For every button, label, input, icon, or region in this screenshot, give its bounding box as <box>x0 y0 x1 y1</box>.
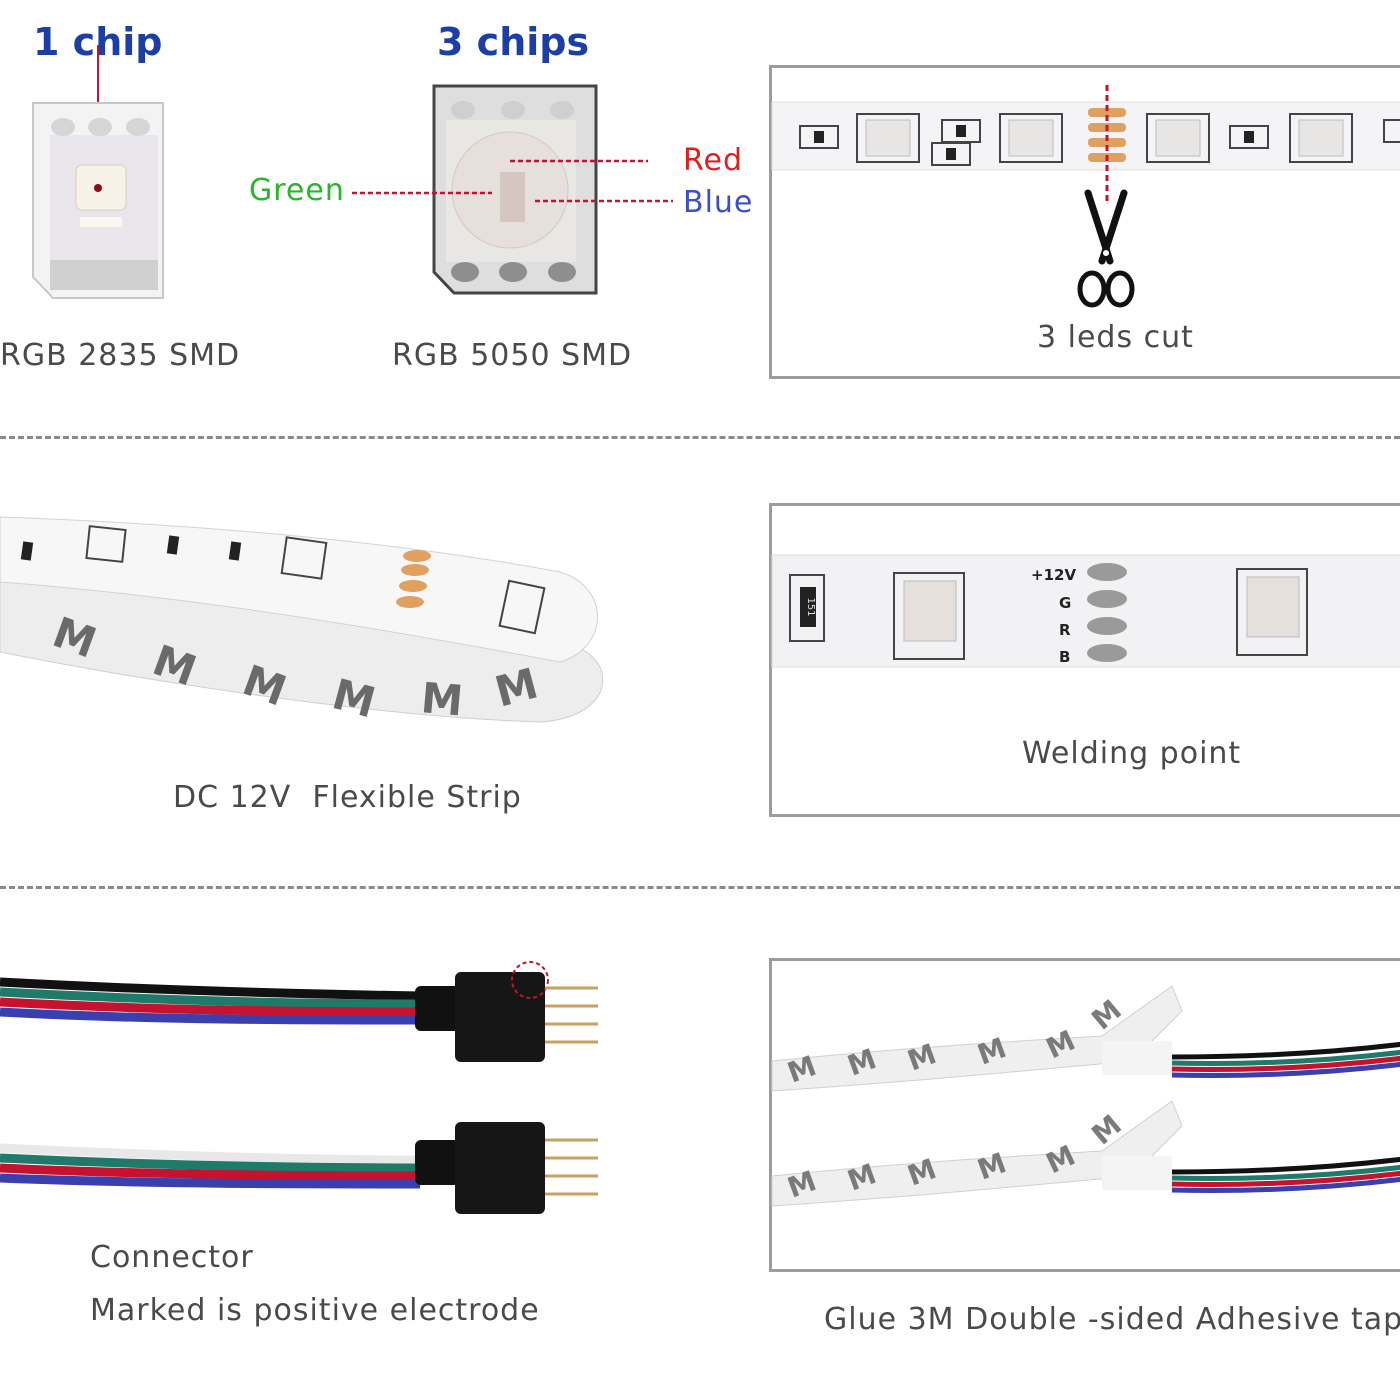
chip3-title: 3 chips <box>437 20 590 64</box>
weld-pad-label-12v: +12V <box>1031 566 1077 584</box>
adhesive-strips-image: M M M M M M M M M M M M <box>771 985 1400 1207</box>
blue-label: Blue <box>683 185 754 220</box>
connector-cables-image <box>0 961 598 1214</box>
chip1-image <box>32 45 164 299</box>
welding-caption: Welding point <box>1022 736 1242 771</box>
chip3-image <box>432 84 598 295</box>
welding-panel: 151 +12V G R B Welding point <box>769 503 1400 817</box>
connector-caption: Connector <box>90 1240 254 1275</box>
resistor-code: 151 <box>805 597 816 616</box>
chip3-pointer-lines <box>352 159 673 203</box>
glue-caption: Glue 3M Double -sided Adhesive tap <box>824 1302 1400 1337</box>
svg-text:M: M <box>419 673 465 725</box>
red-label: Red <box>683 143 743 178</box>
welding-strip-image: 151 <box>771 554 1400 668</box>
green-label: Green <box>249 173 345 208</box>
flexible-strip-image: M M M M M M <box>0 516 604 727</box>
weld-pad-label-b: B <box>1059 648 1071 666</box>
divider-top <box>0 436 1400 439</box>
cut-strip-image <box>771 101 1400 171</box>
cut-caption: 3 leds cut <box>1037 320 1194 355</box>
cut-line <box>1105 85 1109 205</box>
cut-panel: 3 leds cut <box>769 65 1400 379</box>
weld-pad-label-r: R <box>1059 621 1071 639</box>
weld-pad-label-g: G <box>1059 594 1072 612</box>
chip1-caption: RGB 2835 SMD <box>0 338 241 373</box>
scissors-icon <box>1077 189 1135 308</box>
connector-note: Marked is positive electrode <box>90 1293 540 1328</box>
flexible-strip-caption: DC 12V Flexible Strip <box>173 780 522 815</box>
chip3-caption: RGB 5050 SMD <box>392 338 633 373</box>
glue-panel: M M M M M M M M M M M M <box>769 958 1400 1272</box>
divider-bottom <box>0 886 1400 889</box>
